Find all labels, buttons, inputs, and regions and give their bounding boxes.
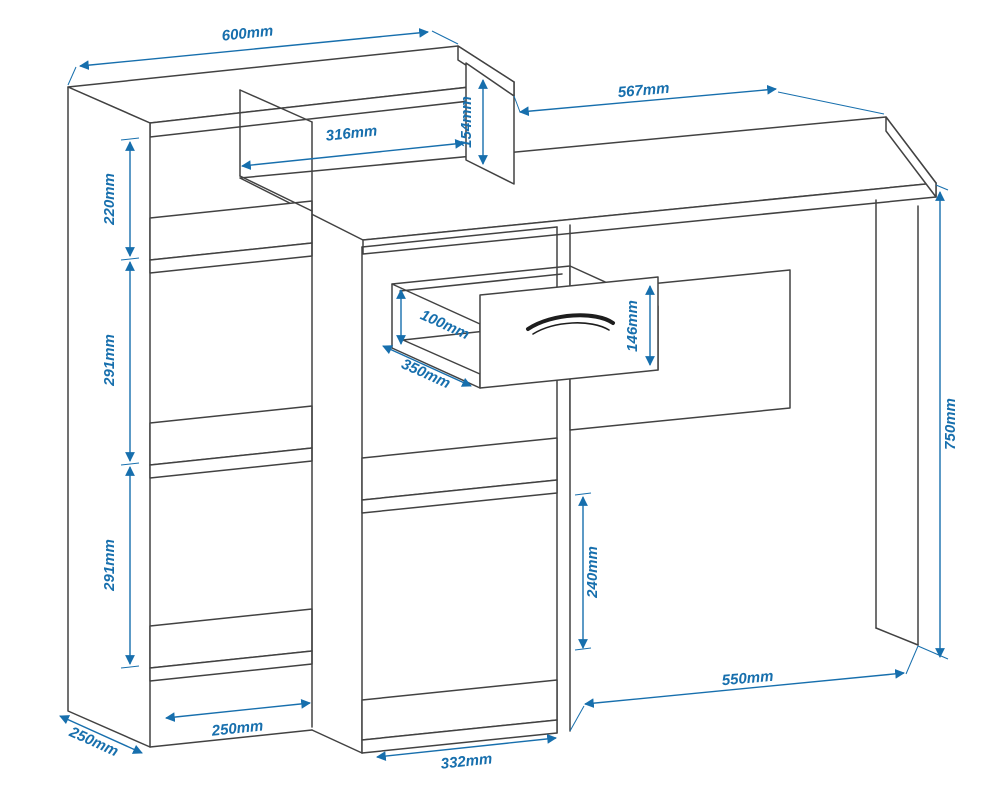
hutch-panel-face xyxy=(465,62,515,185)
drawer-back-top-edge xyxy=(391,265,571,285)
desk-top xyxy=(239,116,937,255)
dimension-label: 250mm xyxy=(210,717,264,739)
drawer-front-panel xyxy=(479,276,659,389)
drawer-inner-back-edge xyxy=(399,273,563,292)
dimension-left-compartment-width: 250mm xyxy=(165,699,311,740)
extension-line xyxy=(431,30,459,45)
tick-mark xyxy=(574,647,592,651)
dimension-line xyxy=(382,345,472,387)
drawer-handle xyxy=(526,313,615,331)
dimension-hutch-opening-width: 316mm xyxy=(241,122,465,170)
dimension-hutch-opening-height: 154mm xyxy=(458,79,488,165)
cabinet-top-edge xyxy=(361,226,558,248)
dimension-top-panel-width: 600mm xyxy=(67,22,459,86)
cabinet-shelf-front-edge xyxy=(361,479,558,514)
dimension-line xyxy=(59,715,143,754)
extension-line xyxy=(917,645,949,660)
extension-line xyxy=(513,95,521,113)
right-side-panel xyxy=(875,199,919,646)
dimension-label: 240mm xyxy=(584,546,601,599)
extension-line xyxy=(569,705,585,732)
floor-connector-edge xyxy=(311,729,363,754)
dimension-label: 750mm xyxy=(942,398,959,450)
dimension-label: 146mm xyxy=(624,300,641,352)
divider-panel-top-edge xyxy=(239,89,313,123)
divider-panel-bottom-edge xyxy=(239,175,313,212)
right-side-panel-bottom-edge xyxy=(875,627,919,646)
dimension-knee-space-width: 550mm xyxy=(569,645,919,732)
dimension-label: 291mm xyxy=(101,539,118,592)
dimension-label: 220mm xyxy=(101,173,118,226)
left-shelf-unit xyxy=(67,45,515,754)
hutch-side-panel xyxy=(465,62,515,185)
open-drawer xyxy=(391,265,659,389)
tick-mark xyxy=(574,492,592,496)
drawer-handle-detail xyxy=(532,322,610,335)
tick-mark xyxy=(120,665,140,669)
dimension-label: 550mm xyxy=(721,668,774,689)
dimension-label: 291mm xyxy=(101,334,118,387)
drawer-cabinet xyxy=(361,224,571,754)
dimension-cabinet-width: 332mm xyxy=(376,734,557,773)
dimension-line xyxy=(79,27,429,71)
dimension-left-compartment-heights: 220mm 291mm 291mm xyxy=(101,137,140,669)
dimension-line xyxy=(376,734,557,761)
dimension-label: 316mm xyxy=(325,122,378,144)
tick-mark xyxy=(120,137,140,141)
extension-line xyxy=(905,645,919,675)
dimension-line xyxy=(165,699,311,722)
extension-line xyxy=(67,66,77,86)
dimension-drawer-front-height: 146mm xyxy=(624,285,655,366)
dimension-label: 154mm xyxy=(458,96,475,148)
dimension-line xyxy=(584,668,905,709)
extension-line xyxy=(935,184,949,191)
tick-mark xyxy=(120,257,140,261)
dimension-desk-height: 750mm xyxy=(917,184,959,660)
tick-mark xyxy=(120,462,140,466)
dimension-lower-compartment-height: 240mm xyxy=(574,492,601,651)
dimension-desktop-right-width: 567mm xyxy=(513,80,885,117)
dimension-label: 567mm xyxy=(617,80,670,101)
base-floor-edge xyxy=(149,729,313,748)
dimension-line xyxy=(241,139,465,170)
extension-line xyxy=(777,91,885,115)
dimension-line xyxy=(519,84,777,117)
dimension-label: 600mm xyxy=(221,22,274,44)
dimension-label: 332mm xyxy=(440,750,493,772)
